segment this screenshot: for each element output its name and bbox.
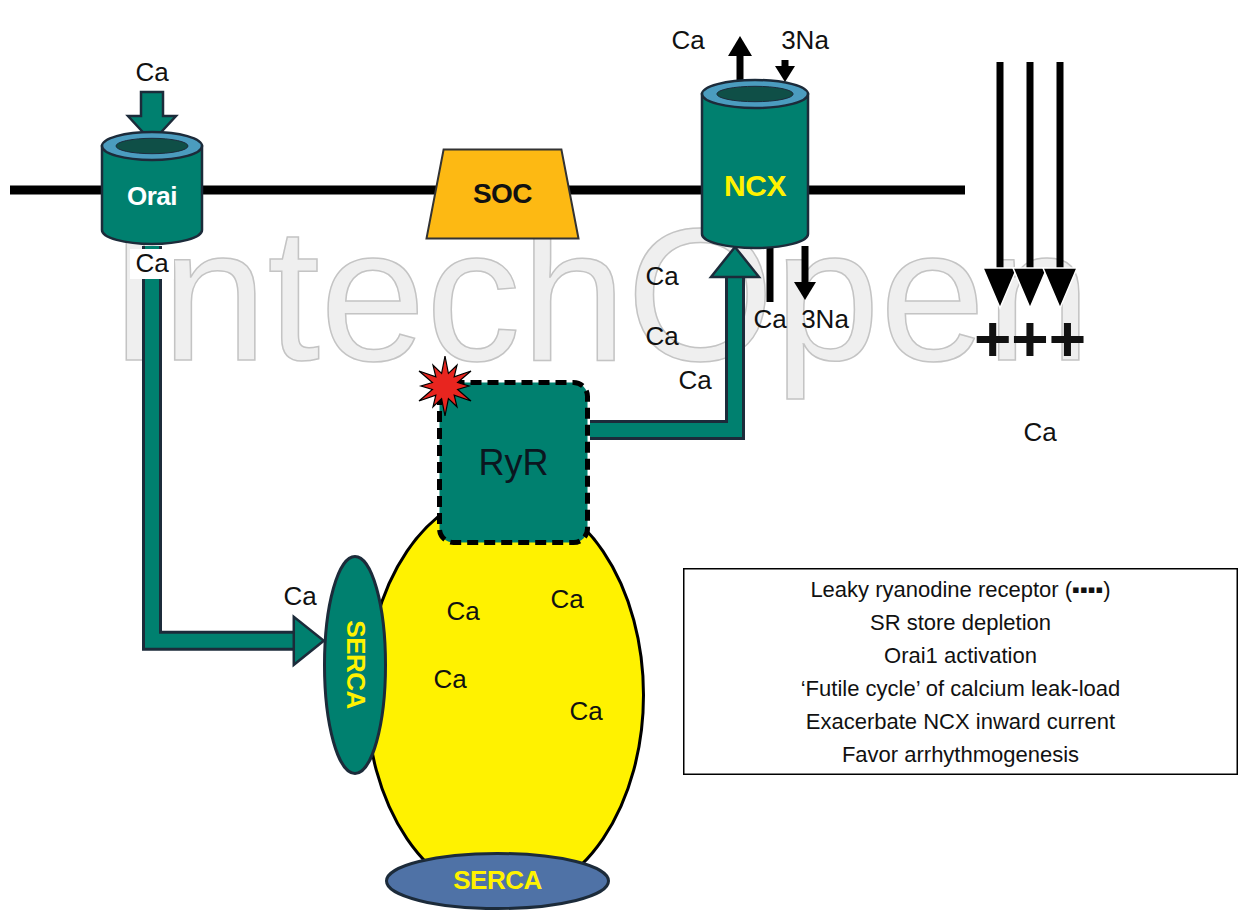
calcium-flux-arrow: [590, 247, 759, 430]
soc-channel: SOC: [425, 148, 580, 240]
sarcoplasmic-reticulum: CaCaCaCa: [365, 490, 645, 900]
arrow-head: [711, 247, 759, 277]
ion-label: Ca: [753, 305, 786, 335]
ion-label: Ca: [645, 262, 678, 292]
ion-label: Ca: [678, 366, 711, 396]
trapezoid-outline: [427, 150, 579, 239]
serca-pump: SERCA: [323, 555, 387, 775]
ellipse-outline: [367, 492, 644, 899]
node-label: SERCA: [339, 621, 370, 710]
node-label: Leaky ryanodine receptor (▪▪▪▪): [810, 573, 1110, 606]
ion-label: Ca: [135, 58, 168, 88]
node-shape: [365, 490, 645, 900]
summary-box: Leaky ryanodine receptor (▪▪▪▪)SR store …: [683, 568, 1238, 775]
node-label: Exacerbate NCX inward current: [806, 705, 1115, 738]
arrow-shaft: [802, 246, 809, 284]
depolarizing-current-arrows: [983, 62, 1077, 308]
arrow-fill: [152, 246, 294, 641]
ion-label: Ca: [671, 26, 704, 56]
watermark: IntechOpen: [109, 185, 1091, 404]
cylinder-rim: [702, 80, 808, 108]
node-label: Ca: [433, 664, 466, 695]
ion-label: Ca: [283, 582, 316, 612]
node-label: NCX: [724, 168, 786, 204]
node-label: SR store depletion: [870, 606, 1051, 639]
arrow-head: [983, 268, 1017, 308]
node-label: Ca: [446, 596, 479, 627]
node-label: RyR: [479, 441, 549, 484]
dashed-outline: [440, 383, 588, 543]
ion-label: Ca: [645, 322, 678, 352]
arrow-head: [794, 282, 816, 300]
ellipse-outline: [387, 854, 609, 909]
arrow-fill: [590, 277, 735, 430]
ncx-exchanger: NCX: [700, 78, 810, 250]
arrow-head: [294, 617, 324, 665]
node-label: SERCA: [453, 865, 542, 896]
arrow-shaft: [737, 54, 744, 80]
channel-pore: [116, 138, 188, 153]
node-label: ‘Futile cycle’ of calcium leak-load: [801, 672, 1121, 705]
node-label: Orai1 activation: [884, 639, 1037, 672]
node-label: Orai: [127, 181, 177, 212]
arrow-head: [1043, 268, 1077, 308]
ncx-ca-stem: [767, 246, 774, 302]
box-outline: [684, 569, 1238, 775]
ncx-na-efflux-arrow: [794, 246, 816, 300]
ryanodine-receptor: RyR: [437, 380, 590, 545]
ncx-ca-efflux-arrow: [728, 36, 752, 80]
arrow-shaft: [1057, 62, 1064, 272]
arrow-outline: [590, 277, 735, 430]
orai-channel: Orai: [100, 130, 204, 246]
node-label: Ca: [550, 584, 583, 615]
arrow-shaft: [997, 62, 1004, 272]
charge-label: +++: [974, 303, 1086, 377]
cylinder-rim: [102, 132, 202, 160]
node-label: SOC: [473, 177, 532, 211]
node-label: Ca: [569, 696, 602, 727]
arrow-head: [1013, 268, 1047, 308]
ion-label: Ca: [1023, 418, 1056, 448]
cylinder-body: [702, 94, 808, 248]
ncx-na-influx-arrow: [775, 60, 795, 82]
ion-label: 3Na: [781, 26, 829, 56]
node-label: Favor arrhythmogenesis: [842, 738, 1079, 771]
arrow-outline: [152, 246, 294, 641]
arrow-shaft: [1027, 62, 1034, 272]
channel-pore: [717, 86, 793, 101]
ion-label: 3Na: [801, 305, 849, 335]
ellipse-outline: [325, 557, 386, 774]
node-shape: [700, 78, 810, 250]
arrow-head: [775, 66, 795, 82]
ion-label: Ca: [130, 249, 173, 279]
arrow-head: [728, 36, 752, 56]
calcium-flux-arrow: [152, 246, 324, 665]
damage-star: [419, 356, 471, 416]
serca-pump: SERCA: [385, 852, 610, 910]
